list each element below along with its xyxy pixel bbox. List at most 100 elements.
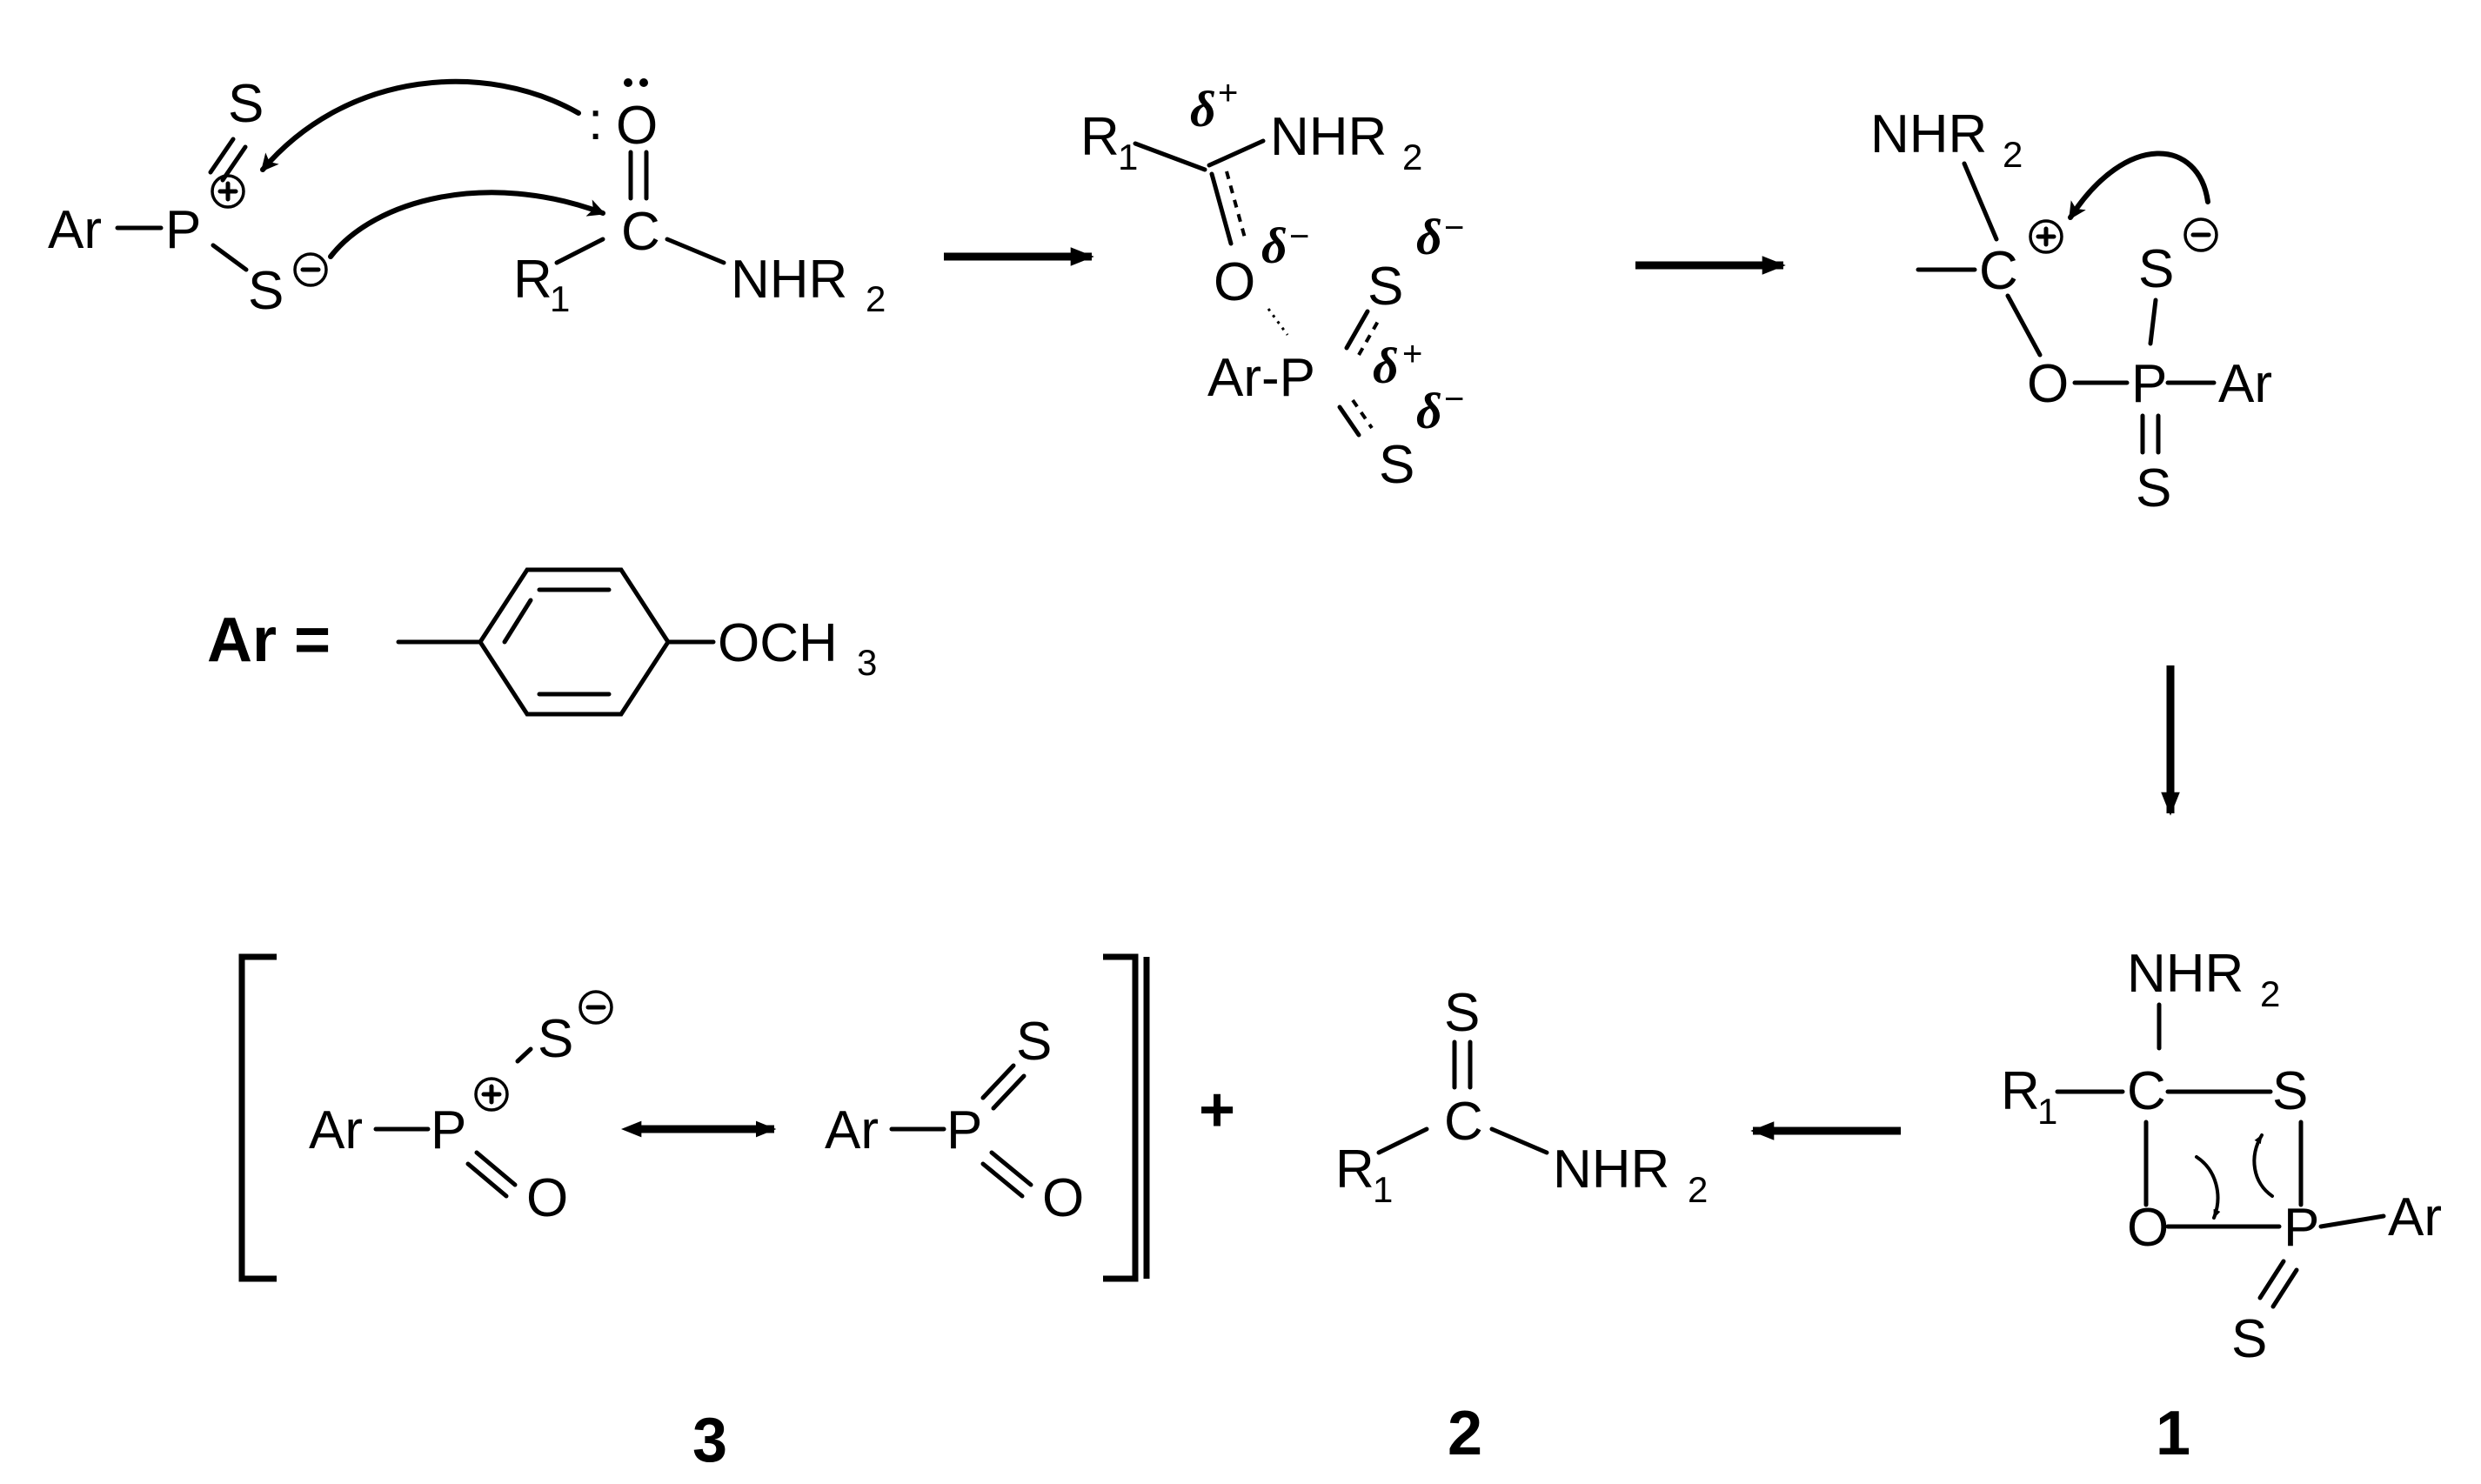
c3-right-bond-p-o-double-b	[980, 1161, 1025, 1199]
ts-delta-plus: δ	[1190, 81, 1216, 137]
ts-bond-p-s-bottom	[1337, 404, 1361, 438]
ts-bond-p-s-top-partial	[1357, 318, 1381, 356]
c3-left-bond-p-o-double-b	[465, 1161, 509, 1199]
left-bracket	[238, 953, 277, 1282]
ts-r1-sub: 1	[1118, 137, 1138, 177]
ts-delta-o-sign: −	[1289, 217, 1309, 256]
c2-r1-sub: 1	[1373, 1169, 1393, 1210]
c2-nhr: NHR	[1553, 1140, 1669, 1200]
plus-sign: +	[1199, 1075, 1235, 1145]
int-s-bottom: S	[2136, 458, 2171, 518]
c1-bond-p-s-double-a	[2257, 1259, 2286, 1300]
c1-curved-arrow-up	[2252, 1133, 2274, 1198]
c3-right-bond-p-s-double-b	[991, 1073, 1027, 1111]
ar-definition-group: Ar = OCH 3	[207, 567, 877, 717]
c3-left-s: S	[538, 1009, 573, 1069]
c3-left-ar: Ar	[309, 1100, 363, 1160]
reactant-s-minus: S	[248, 261, 284, 321]
int-nhr: NHR	[1870, 104, 1987, 164]
int-p: P	[2131, 354, 2167, 414]
reactant-c: C	[621, 202, 660, 262]
transition-state-group: R 1 δ + NHR 2 O δ − Ar-P S δ − δ + δ − S	[1080, 74, 1464, 495]
int-nhr-sub: 2	[2003, 134, 2023, 175]
c3-left-p: P	[431, 1100, 466, 1160]
ts-ar-p: Ar-P	[1207, 348, 1315, 408]
int-bond-p-s	[2148, 297, 2158, 346]
ts-bond-p-s-top	[1344, 309, 1370, 351]
int-ar: Ar	[2218, 354, 2272, 414]
c2-nhr-sub: 2	[1688, 1169, 1708, 1210]
reactant-r1-sub: 1	[550, 278, 570, 319]
lone-pair-dot	[639, 78, 648, 87]
ts-s-top: S	[1368, 257, 1403, 317]
ts-bond-o-p-partial	[1267, 308, 1289, 336]
c3-right-o: O	[1042, 1168, 1084, 1228]
ts-bond-r1-c	[1133, 141, 1207, 172]
int-s: S	[2138, 239, 2174, 299]
bond-p-s-double-a	[208, 137, 236, 175]
c3-right-s: S	[1016, 1012, 1052, 1072]
reactant-nhr: NHR	[731, 250, 847, 310]
c3-right-bond-p-o-double-a	[989, 1150, 1033, 1187]
compound-3-group: Ar P S O Ar P S O 3	[238, 953, 1150, 1475]
c1-r1-sub: 1	[2037, 1091, 2057, 1132]
c3-left-bond-p-o-double-a	[474, 1150, 518, 1187]
int-bond-c-o	[2005, 293, 2043, 358]
int-curved-arrow	[2068, 150, 2210, 220]
compound-3-label: 3	[692, 1406, 727, 1475]
lone-pair-dot	[624, 78, 632, 87]
c1-nhr-sub: 2	[2260, 973, 2280, 1014]
right-bracket	[1103, 953, 1139, 1282]
ts-bond-p-s-bottom-partial	[1351, 398, 1374, 430]
ts-delta-s-bottom: δ	[1416, 383, 1442, 439]
benzene-inner-bond	[502, 598, 533, 645]
int-c: C	[1979, 241, 2018, 301]
int-plus-charge-mark	[2036, 226, 2056, 247]
compound-1-label: 1	[2156, 1399, 2190, 1468]
compound-2-label: 2	[1448, 1399, 1482, 1468]
c3-right-bond-p-s-double-a	[980, 1063, 1016, 1100]
c1-c: C	[2127, 1061, 2166, 1121]
reactant-p: P	[165, 200, 201, 260]
ts-delta-s-bottom-sign: −	[1444, 380, 1464, 418]
ar-methoxy-sub: 3	[857, 642, 877, 683]
compound-1-group: NHR 2 R 1 C S O P Ar S 1	[2001, 944, 2442, 1468]
c3-right-ar: Ar	[825, 1100, 879, 1160]
bond-c-r1	[554, 237, 605, 265]
bond-c-n	[665, 237, 726, 265]
reactant-r1: R	[513, 250, 552, 310]
ts-s-bottom: S	[1379, 435, 1414, 495]
ts-nhr-sub: 2	[1402, 137, 1422, 177]
curved-arrow-s-to-c	[328, 190, 606, 259]
curved-arrow-o-to-p	[260, 78, 581, 172]
bond-p-s-single	[211, 243, 249, 272]
ts-bond-c-o	[1209, 171, 1234, 246]
reactant-o: O	[616, 96, 658, 156]
c3-left-bond-p-s	[515, 1046, 533, 1064]
int-o: O	[2027, 354, 2069, 414]
c2-bond-c-r1	[1376, 1126, 1429, 1155]
c2-s: S	[1444, 983, 1480, 1043]
c1-bond-p-s-double-b	[2270, 1267, 2299, 1309]
compound-2-group: S C R 1 NHR 2 2	[1335, 983, 1708, 1468]
c3-plus-charge-mark	[481, 1084, 502, 1105]
c1-nhr: NHR	[2127, 944, 2244, 1004]
c2-r1: R	[1335, 1140, 1374, 1200]
c1-p: P	[2284, 1198, 2319, 1258]
ts-bond-c-o-partial	[1225, 170, 1247, 242]
c1-bond-p-ar	[2318, 1213, 2386, 1229]
ts-o: O	[1214, 252, 1255, 312]
ts-delta-plus-sign: +	[1218, 74, 1238, 112]
reactant-nhr-sub: 2	[866, 278, 886, 319]
c1-s: S	[2272, 1061, 2308, 1121]
reactant-lone-pair-colon: :	[588, 91, 603, 151]
ts-delta-o: δ	[1261, 217, 1287, 274]
c3-right-p: P	[946, 1100, 982, 1160]
c1-r1: R	[2001, 1061, 2040, 1121]
ts-bond-c-n	[1207, 138, 1266, 168]
c1-o: O	[2127, 1198, 2169, 1258]
int-bond-n-c	[1962, 161, 1999, 242]
intermediate-group: NHR 2 C O P Ar S S	[1870, 104, 2272, 518]
c2-bond-c-n	[1489, 1126, 1549, 1155]
